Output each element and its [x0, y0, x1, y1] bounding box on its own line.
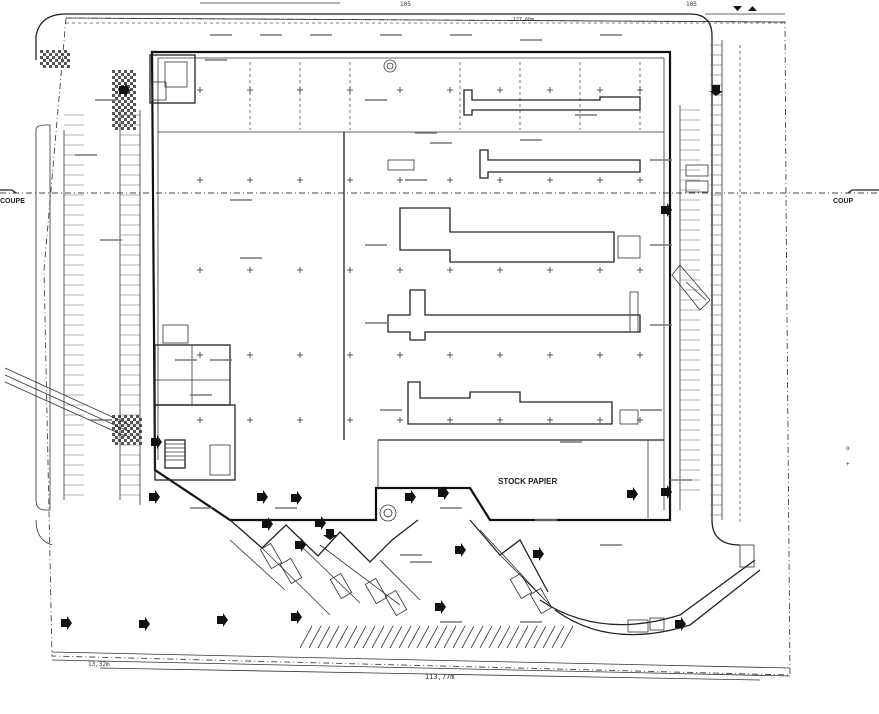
dim-top: 127,60m — [513, 17, 534, 23]
rail-track — [4, 367, 131, 437]
site-curb — [35, 13, 741, 546]
traffic-arrows — [61, 83, 723, 631]
parking-left — [63, 110, 141, 505]
dim-bottom-left: 13,32m — [88, 661, 110, 668]
north-arrows-icon — [733, 6, 757, 11]
svg-text:+: + — [846, 461, 850, 468]
svg-text:o: o — [846, 445, 850, 452]
column-grid — [197, 62, 643, 423]
service-block — [154, 324, 236, 481]
property-boundary — [43, 17, 791, 676]
parking-right — [679, 40, 741, 525]
bottom-road: 13,32m 113,77m — [51, 651, 791, 681]
machine-lines — [387, 89, 641, 425]
section-label-right: COUP — [833, 198, 854, 205]
annotation-text — [75, 34, 692, 623]
top-ref-label-right: 105 — [686, 1, 697, 8]
guard-house — [149, 54, 196, 104]
top-ref-label: 105 — [400, 1, 411, 8]
paving-patterns — [40, 50, 142, 445]
loading-docks — [229, 519, 553, 617]
section-line: COUPE COUP — [0, 189, 879, 205]
ramp-curve — [539, 544, 761, 636]
dim-bottom: 113,77m — [425, 673, 455, 681]
section-label-left: COUPE — [0, 198, 25, 205]
stock-label: STOCK PAPIER — [498, 477, 557, 486]
hatched-zone — [299, 625, 574, 649]
main-building — [150, 50, 672, 522]
